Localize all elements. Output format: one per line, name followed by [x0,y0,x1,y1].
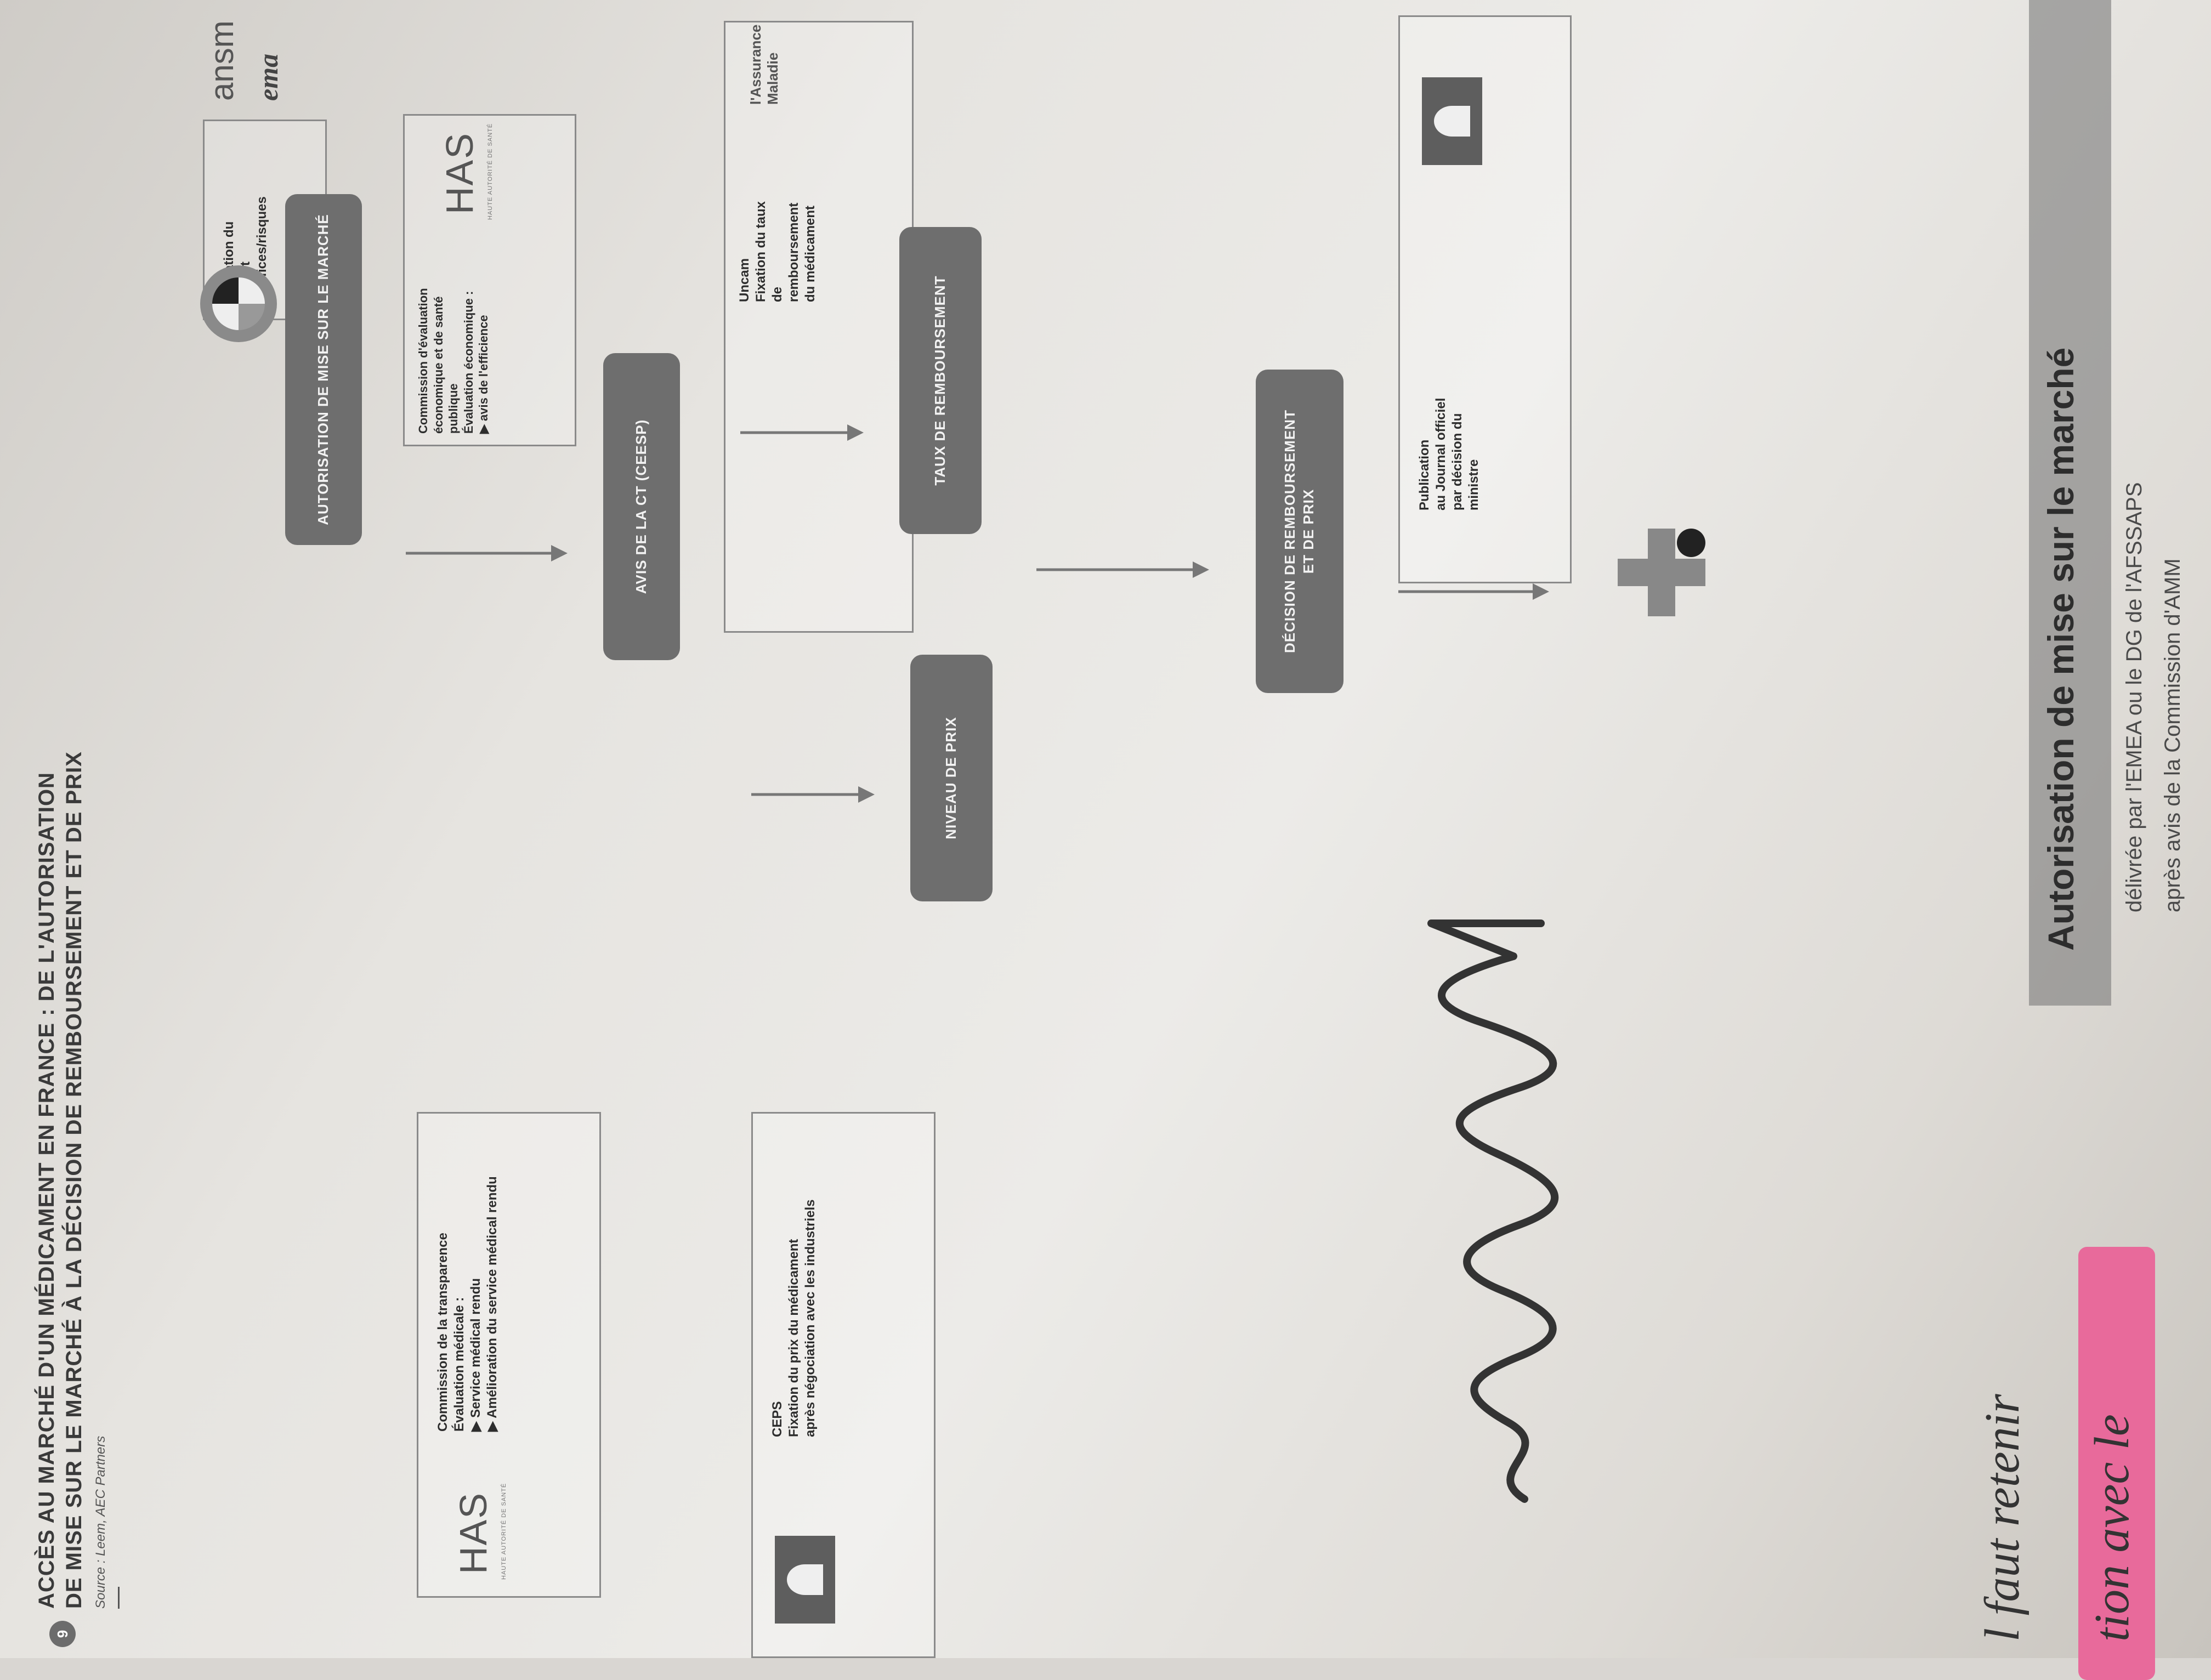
marianne-logo [1422,77,1482,165]
assurance-maladie-box: Uncam Fixation du taux de remboursement … [724,21,914,633]
arrow-decision-to-pharmacy [1398,583,1549,600]
has-logo-bottom-sub: HAUTE AUTORITÉ DE SANTÉ [501,1483,507,1580]
pharmacy-cross-icon [1618,529,1705,616]
step-decision: DÉCISION DE REMBOURSEMENT ET DE PRIX [1256,370,1343,693]
has-transparence-box: HAS HAUTE AUTORITÉ DE SANTÉ Commission d… [417,1112,601,1598]
banner-title: Autorisation de mise sur le marché [2040,347,2081,951]
has-logo-top-sub: HAUTE AUTORITÉ DE SANTÉ [487,123,494,220]
arrow-avis-to-taux [740,424,864,441]
amm-seal-icon [200,265,277,342]
arrow-to-decision [1036,561,1209,578]
figure-title-line-2: DE MISE SUR LE MARCHÉ À LA DÉCISION DE R… [62,751,86,1609]
step-amm: AUTORISATION DE MISE SUR LE MARCHÉ [285,194,362,545]
ceps-box: CEPS Fixation du prix du médicament aprè… [751,1112,936,1658]
handwritten-scribble [1427,920,1558,1503]
has-logo-bottom: HAS [452,1492,495,1574]
footer-left-line-2: tion avec le [2085,1414,2139,1642]
banner-subtitle-2: après avis de la Commission d'AMM [2161,558,2185,912]
divider [118,1587,120,1609]
figure-source: Source : Leem, AEC Partners [93,1435,108,1609]
banner-subtitle-1: délivrée par l'EMEA ou le DG de l'AFSSAP… [2122,482,2146,912]
has-ceesp-text: Commission d'évaluation économique et de… [416,288,490,434]
ema-logo: ema [253,53,284,101]
figure-number-badge: 9 [49,1621,76,1647]
step-avis-ct: AVIS DE LA CT (CEESP) [603,353,680,660]
arrow-amm-to-avis [406,545,568,561]
has-transparence-text: Commission de la transparence Évaluation… [435,1176,500,1432]
step-niveau-prix: NIVEAU DE PRIX [910,655,993,901]
ansm-logo: ansm [203,20,240,101]
has-logo-top: HAS [438,132,481,214]
footer-left-line-1: l faut retenir [1975,1394,2029,1642]
figure-title: ACCÈS AU MARCHÉ D'UN MÉDICAMENT EN FRANC… [33,402,88,1609]
has-ceesp-box: Commission d'évaluation économique et de… [403,114,576,446]
step-taux-remboursement: TAUX DE REMBOURSEMENT [899,227,982,534]
arrow-avis-to-prix [751,786,875,803]
journal-officiel-text: Publication au Journal officiel par déci… [1417,398,1481,510]
figure-title-line-1: ACCÈS AU MARCHÉ D'UN MÉDICAMENT EN FRANC… [35,772,59,1609]
ceps-text: CEPS Fixation du prix du médicament aprè… [770,1199,818,1438]
assurance-maladie-logo: l'Assurance Maladie [747,24,781,105]
journal-officiel-box: Publication au Journal officiel par déci… [1398,15,1572,583]
marianne-logo-ceps [775,1536,835,1624]
uncam-text: Uncam Fixation du taux de remboursement … [737,201,818,302]
